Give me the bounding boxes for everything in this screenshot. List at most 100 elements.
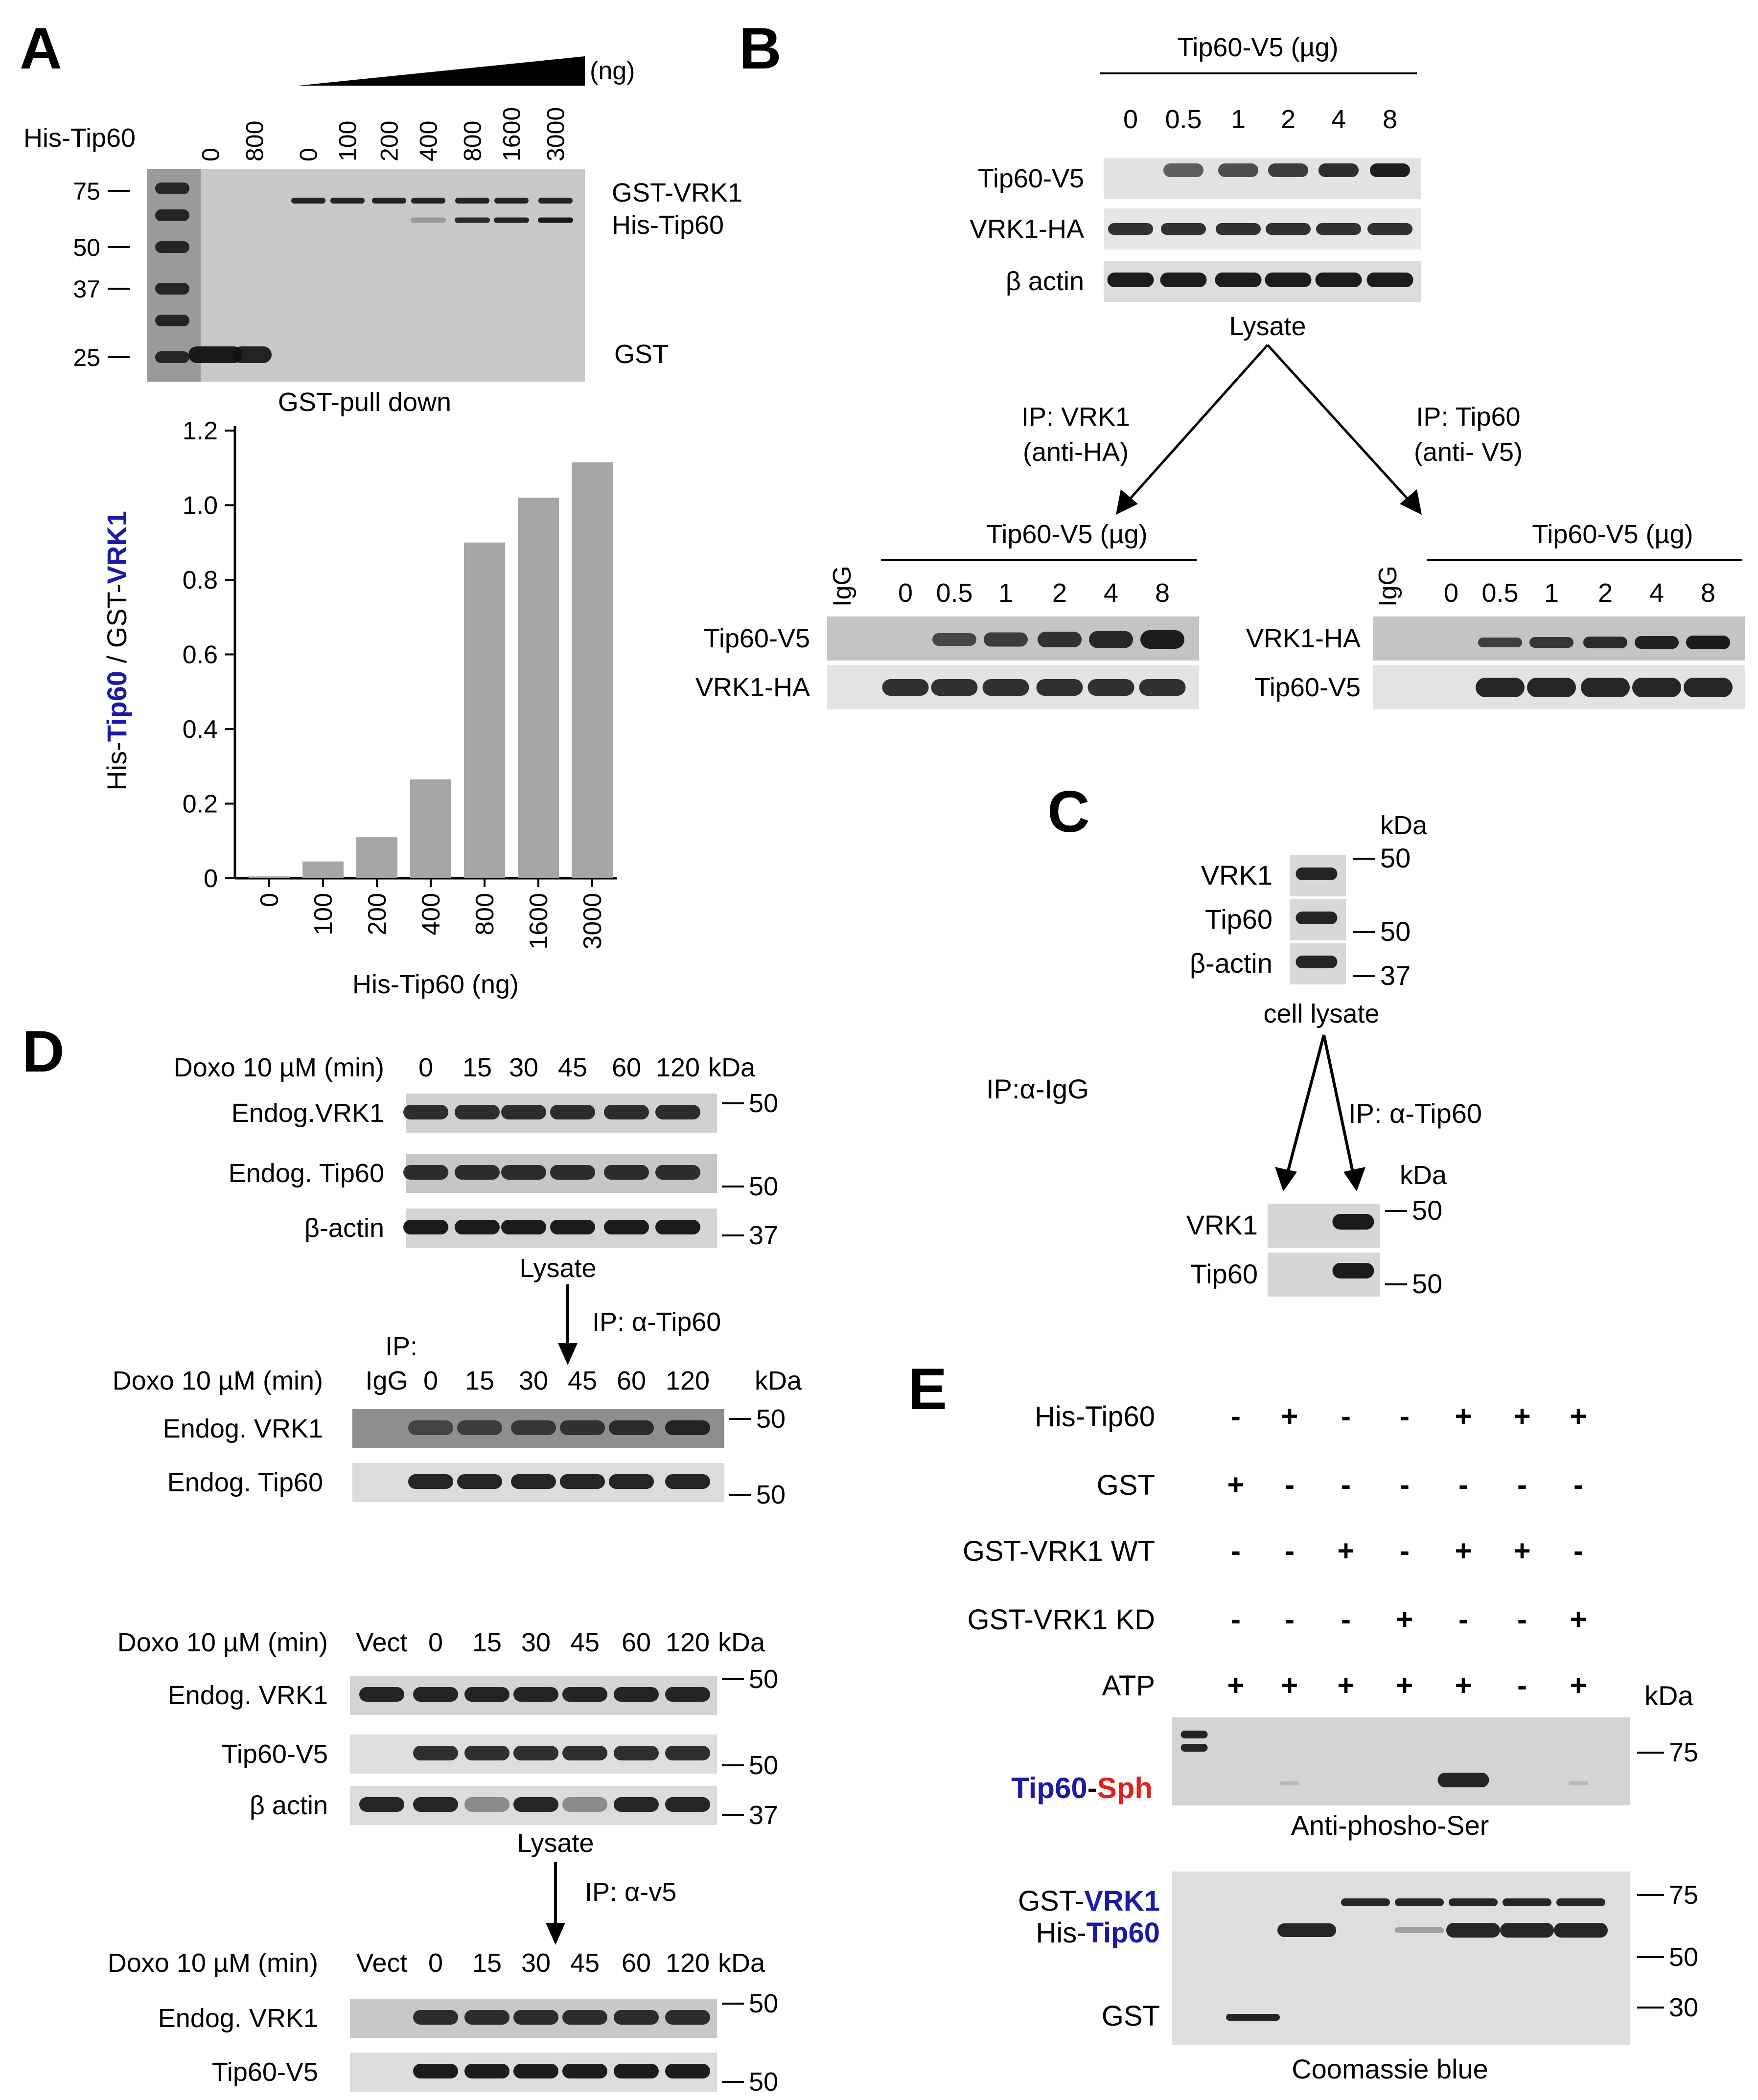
vrk1-ha-band: [1316, 223, 1361, 235]
row-label: VRK1-HA: [970, 214, 1084, 244]
dose-label: 1: [1231, 105, 1246, 134]
tip60-v5-band: [1684, 678, 1733, 697]
dose-label: 0: [1123, 105, 1138, 134]
ip-tip60-label: IP: α-Tip60: [1348, 1098, 1482, 1129]
dose-label: 4: [1104, 578, 1118, 608]
vrk1-ha-band: [1266, 223, 1311, 235]
sign-cell: +: [1570, 1400, 1587, 1433]
y-tick-label: 1.2: [183, 417, 218, 445]
time-label: 45: [570, 1948, 600, 1978]
tip60-sph-label: Tip60-Sph: [1011, 1772, 1153, 1804]
ip-header: Tip60-V5 (µg): [1532, 520, 1693, 549]
time-label: 120: [666, 1628, 710, 1657]
lysate-caption-1: Lysate: [519, 1254, 596, 1283]
time-label: 45: [558, 1053, 587, 1082]
lane-label: 0: [295, 148, 323, 161]
sign-cell: +: [1227, 1669, 1244, 1702]
marker-label: 75: [73, 178, 100, 205]
lysate-caption-2: Lysate: [517, 1828, 594, 1858]
y-tick-label: 0.6: [183, 641, 218, 669]
band-label-gst-vrk1: GST-VRK1: [612, 178, 742, 207]
treatment-label: Doxo 10 µM (min): [108, 1948, 318, 1978]
blot-band: [403, 1165, 448, 1180]
time-label: Vect: [356, 1628, 407, 1657]
vrk1-ha-band: [982, 679, 1029, 696]
gel-blot-a: [147, 169, 585, 382]
gst-vrk1-band: [330, 198, 365, 204]
kda-label-2: kDa: [1400, 1161, 1447, 1190]
igg-lane-label: IgG: [828, 566, 856, 607]
blot-band: [665, 1797, 710, 1812]
actin-band: [1215, 273, 1262, 287]
x-tick-label: 800: [471, 893, 499, 936]
sign-cell: -: [1231, 1603, 1241, 1636]
sign-cell: +: [1337, 1534, 1354, 1567]
kda-label: kDa: [755, 1366, 802, 1395]
blot-band: [413, 2064, 458, 2078]
treatment-label: Doxo 10 µM (min): [113, 1366, 323, 1395]
treatment-row-label: GST: [1097, 1469, 1155, 1501]
igg-lane-label: IgG: [1374, 566, 1402, 607]
blot-band: [655, 1220, 700, 1234]
blot-band: [413, 1797, 458, 1812]
phospho-bands: [1180, 1731, 1588, 1787]
dose-label: 8: [1701, 578, 1715, 608]
ladder-band: [155, 183, 189, 194]
sign-cell: -: [1517, 1468, 1527, 1501]
time-label: 45: [568, 1366, 597, 1395]
sign-cell: -: [1285, 1534, 1295, 1567]
unit-label: (ng): [590, 57, 635, 85]
blot-band: [513, 2064, 558, 2078]
treatment-row-label: His-Tip60: [1035, 1401, 1155, 1433]
vrk1-ha-band: [1139, 679, 1186, 696]
blot-band: [408, 1474, 453, 1489]
arrow-line-igg: [1286, 1034, 1325, 1175]
sign-cell: +: [1337, 1669, 1354, 1702]
blot-band: [413, 1746, 458, 1760]
time-label: 45: [570, 1628, 600, 1657]
sign-cell: -: [1400, 1468, 1410, 1501]
sign-cell: +: [1570, 1603, 1587, 1636]
dose-label: 0.5: [1481, 578, 1518, 608]
ip-right-label-1: IP: Tip60: [1416, 402, 1520, 432]
ladder-band: [1180, 1744, 1208, 1752]
blot-band: [614, 1746, 659, 1760]
row-label: VRK1: [1201, 860, 1272, 890]
blot-band: [655, 1105, 700, 1119]
blot-band: [359, 1797, 404, 1812]
sign-cell: -: [1573, 1468, 1583, 1501]
time-label: 60: [622, 1628, 651, 1657]
vrk1-ha-band: [1478, 638, 1522, 647]
y-tick-label: 0.4: [183, 715, 218, 744]
vrk1-ha-band: [1036, 679, 1083, 696]
arrow-head-tip60-icon: [1343, 1167, 1365, 1191]
blot-band: [562, 1746, 607, 1760]
coom-label-gst: GST: [1102, 2000, 1160, 2032]
blot-band: [513, 1746, 558, 1760]
blot-band: [455, 1165, 500, 1180]
blot-band: [562, 2064, 607, 2078]
time-label: 60: [612, 1053, 641, 1082]
dose-label: 8: [1155, 578, 1170, 608]
sign-cell: +: [1281, 1400, 1298, 1433]
treatment-row-label: ATP: [1102, 1670, 1156, 1702]
gradient-wedge-icon: [299, 56, 585, 86]
gst-vrk1-band: [291, 198, 325, 204]
sign-cell: +: [1570, 1669, 1587, 1702]
tip60-v5-band: [1089, 631, 1133, 648]
blot-band: [665, 1687, 710, 1702]
marker-label: 37: [749, 1221, 778, 1250]
blot-band: [403, 1105, 448, 1119]
sign-cell: +: [1396, 1669, 1413, 1702]
blot-band: [614, 1797, 659, 1812]
his-tip60-band: [411, 217, 446, 223]
gst-band: [188, 346, 242, 363]
y-tick-label: 0.2: [183, 790, 218, 819]
sign-cell: -: [1341, 1400, 1351, 1433]
